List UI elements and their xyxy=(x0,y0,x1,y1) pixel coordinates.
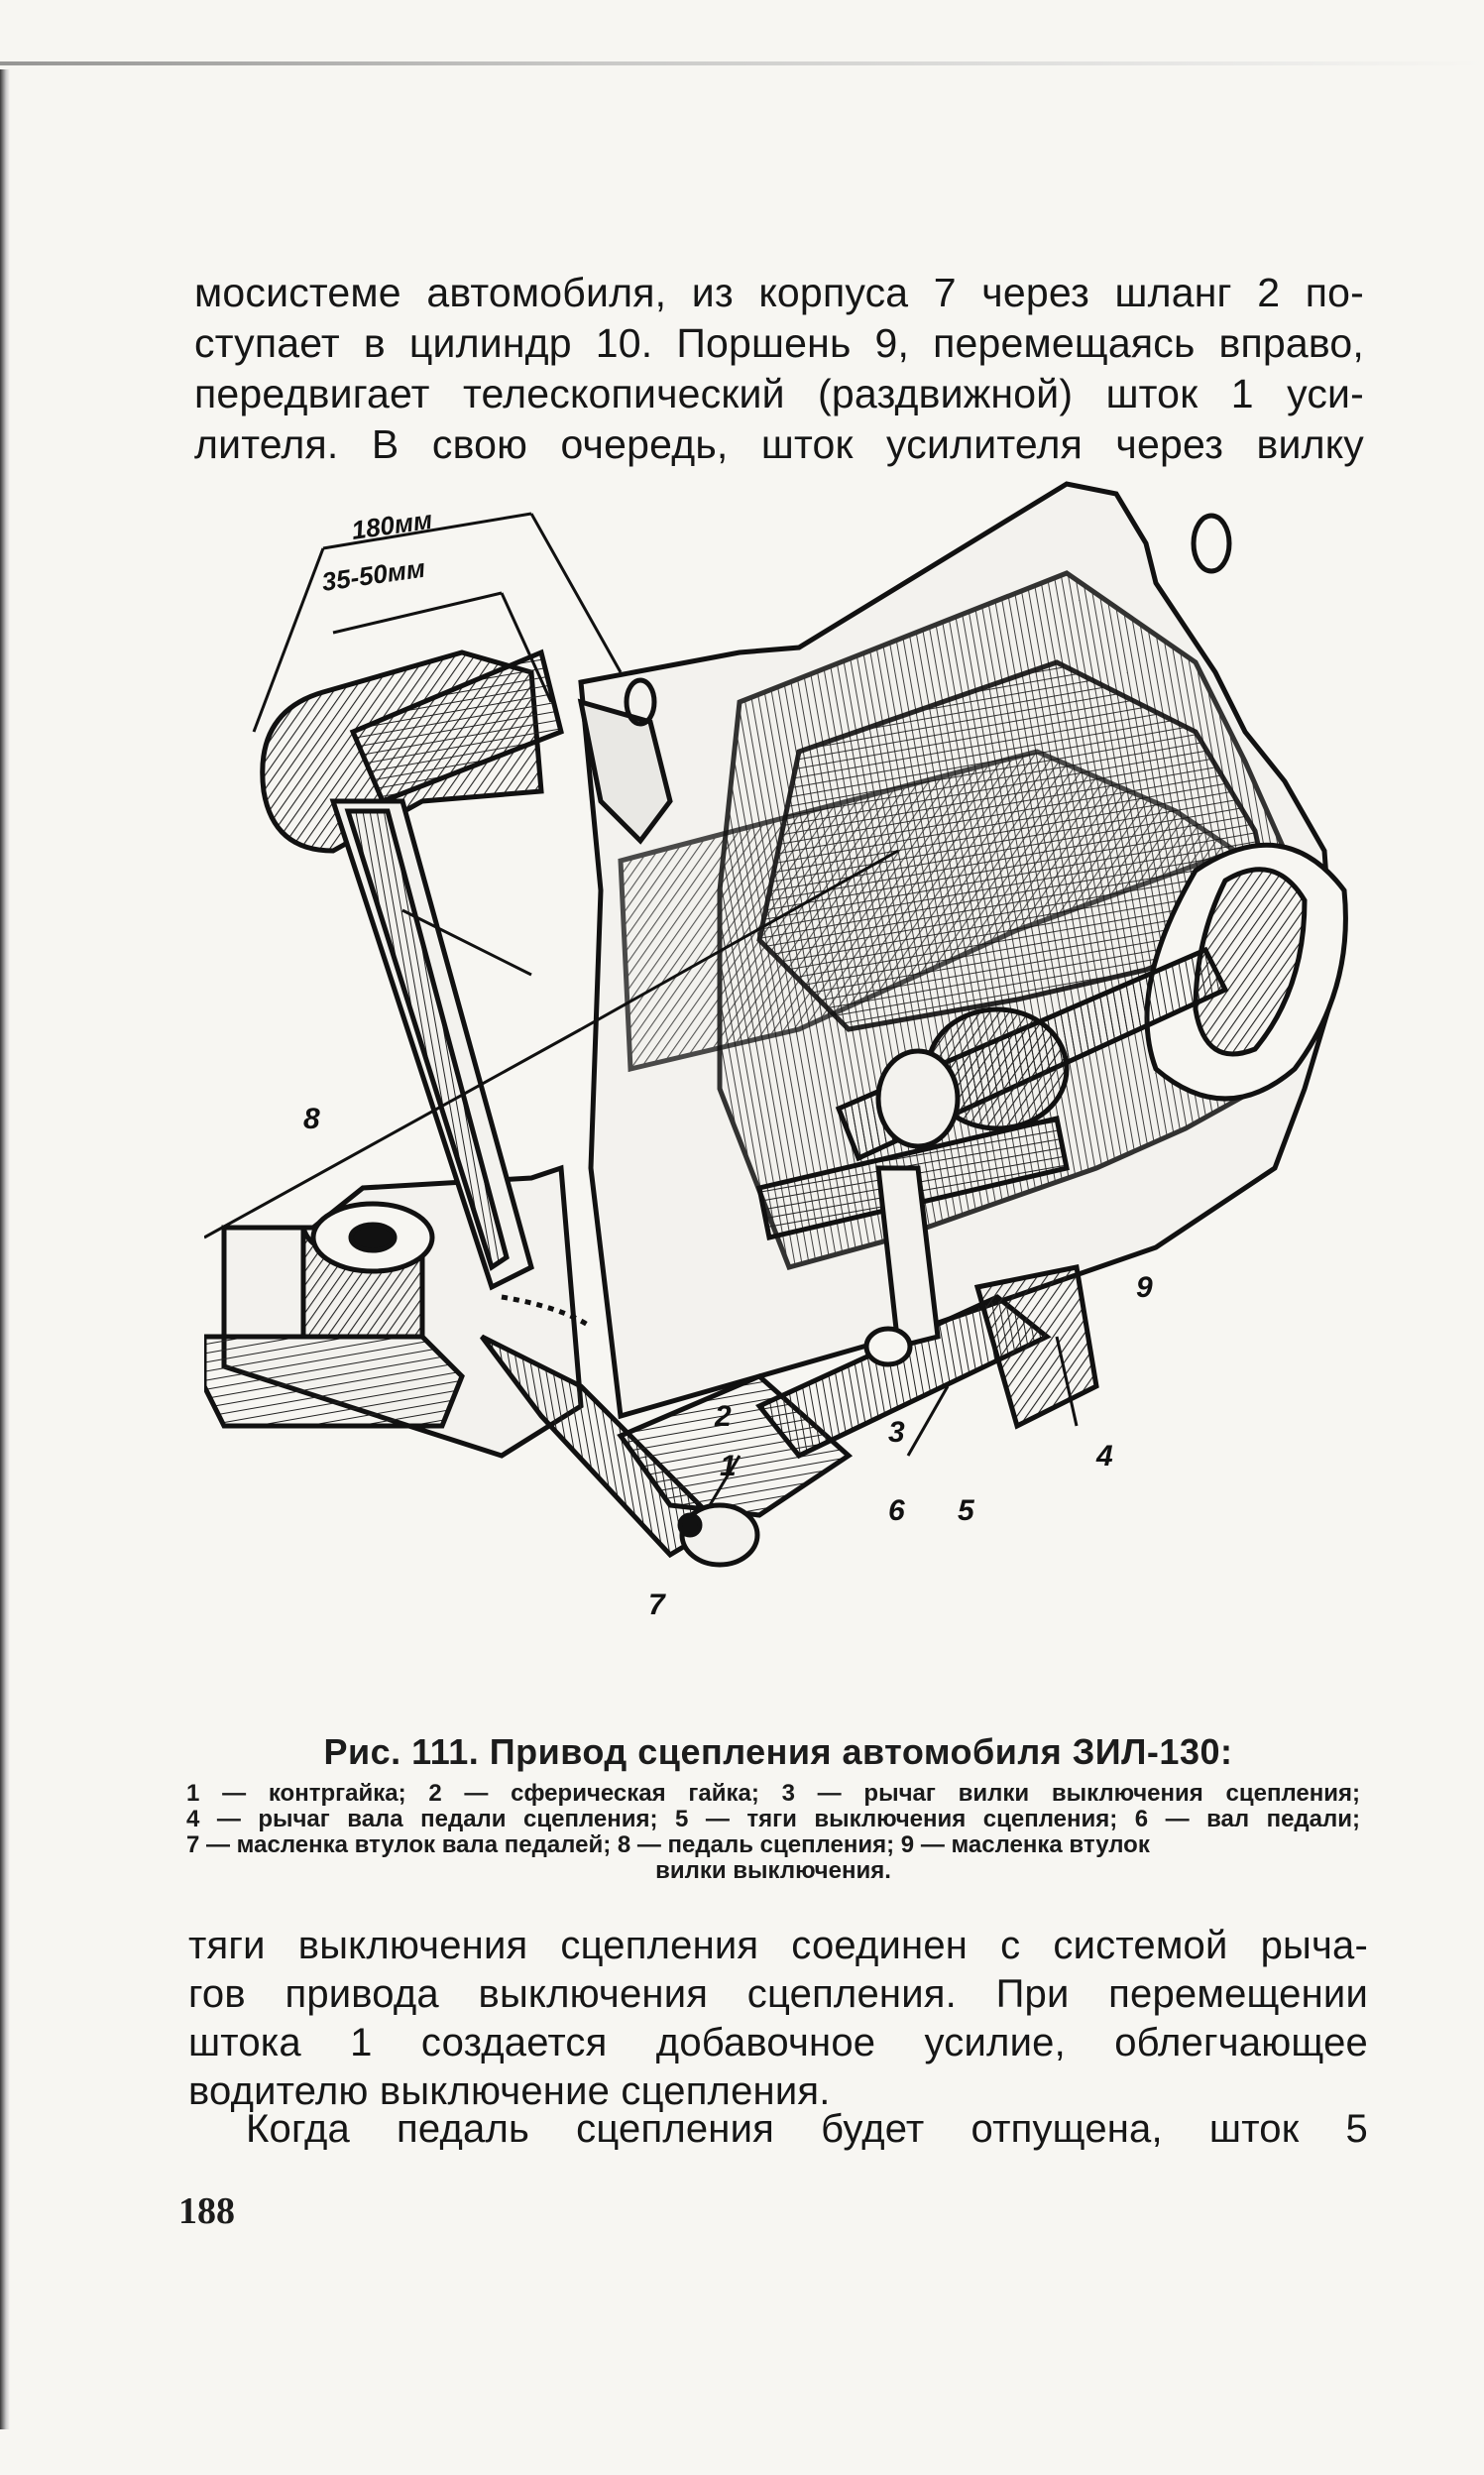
legend-item: 9 — масленка втулок xyxy=(900,1831,1150,1858)
legend-item: 4 — рычаг вала педали сцепления; xyxy=(186,1806,658,1832)
dimension-35-50mm: 35-50мм xyxy=(320,553,427,597)
text-line: гов привода выключения сцепления. При пе… xyxy=(188,1972,1368,2016)
callout-6: 6 xyxy=(888,1494,905,1527)
figure-legend: 1 — контргайка; 2 — сферическая гайка; 3… xyxy=(186,1781,1360,1884)
clutch-pedal xyxy=(260,648,725,1559)
callout-1: 1 xyxy=(720,1450,737,1482)
callout-7: 7 xyxy=(648,1589,666,1621)
dimension-180mm: 180мм xyxy=(350,505,434,545)
paragraph-top: мосистеме автомобиля, из корпуса 7 через… xyxy=(194,268,1364,470)
legend-item: 5 — тяги выключения сцепления; xyxy=(675,1806,1118,1832)
paragraph-last: Когда педаль сцепления будет отпущена, ш… xyxy=(188,2104,1368,2155)
text-line: Когда педаль сцепления будет отпущена, ш… xyxy=(246,2107,1368,2151)
legend-item: 2 — сферическая гайка; xyxy=(428,1780,759,1807)
callout-3: 3 xyxy=(888,1416,905,1449)
text-line: ступает в цилиндр 10. Поршень 9, перемещ… xyxy=(194,320,1364,366)
page-scan-edge-left xyxy=(0,69,10,2429)
callout-9: 9 xyxy=(1136,1271,1153,1304)
legend-item: 6 — вал педали; xyxy=(1134,1806,1361,1832)
text-line: лителя. В свою очередь, шток усилителя ч… xyxy=(194,421,1364,467)
dimension-lines xyxy=(252,512,623,733)
callout-5: 5 xyxy=(958,1494,975,1527)
page-number: 188 xyxy=(178,2190,235,2232)
legend-item: вилки выключения. xyxy=(655,1857,891,1884)
clutch-drive-figure: 180мм 35-50мм 1 2 3 4 5 6 7 8 9 xyxy=(204,474,1350,1721)
clutch-housing xyxy=(577,481,1348,1420)
legend-item: 7 — масленка втулок вала педалей; xyxy=(186,1831,612,1858)
floor-plate xyxy=(204,1164,584,1459)
paragraph-bottom: тяги выключения сцепления соединен с сис… xyxy=(188,1922,1368,2116)
callout-4: 4 xyxy=(1095,1440,1113,1473)
page-scan-edge-top xyxy=(0,61,1484,65)
text-line: мосистеме автомобиля, из корпуса 7 через… xyxy=(194,270,1364,315)
callout-8: 8 xyxy=(303,1103,320,1135)
legend-item: 3 — рычаг вилки выключения сцепления; xyxy=(781,1780,1360,1807)
legend-item: 1 — контргайка; xyxy=(186,1780,406,1807)
clutch-drive-illustration: 180мм 35-50мм 1 2 3 4 5 6 7 8 9 xyxy=(204,481,1348,1621)
text-line: водителю выключение сцепления. xyxy=(188,2069,831,2113)
callout-2: 2 xyxy=(714,1400,732,1433)
text-line: штока 1 создается добавочное усилие, обл… xyxy=(188,2021,1368,2064)
text-line: тяги выключения сцепления соединен с сис… xyxy=(188,1924,1368,1967)
text-line: передвигает телескопический (раздвижной)… xyxy=(194,371,1364,416)
legend-item: 8 — педаль сцепления; xyxy=(617,1831,895,1858)
guide-lines xyxy=(204,849,1079,1506)
figure-caption-title: Рис. 111. Привод сцепления автомобиля ЗИ… xyxy=(323,1731,1233,1772)
